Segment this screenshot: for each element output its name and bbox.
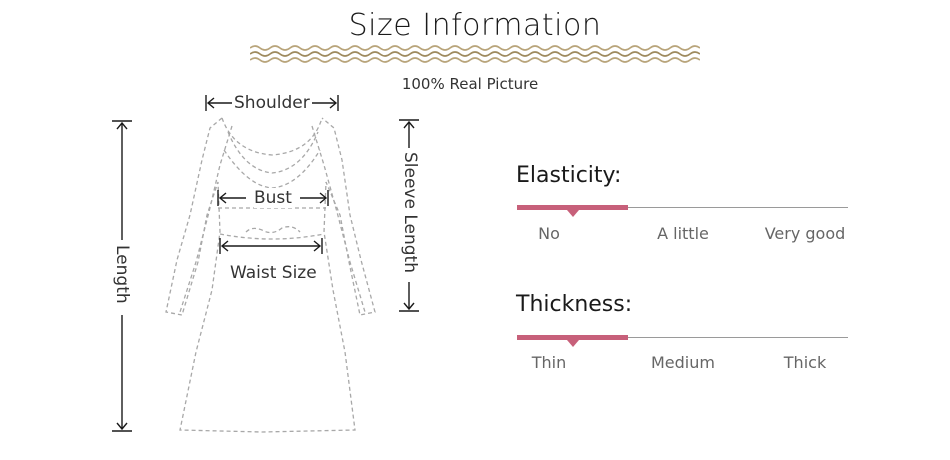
elasticity-scale-track — [517, 207, 848, 208]
elasticity-option-a-little: A little — [657, 224, 709, 243]
thickness-selected-bar — [517, 335, 628, 340]
thickness-pointer — [567, 340, 579, 347]
wave-divider — [250, 45, 700, 63]
elasticity-heading: Elasticity: — [516, 163, 622, 188]
elasticity-option-no: No — [538, 224, 560, 243]
length-label: Length — [112, 245, 132, 304]
page-subtitle: 100% Real Picture — [401, 75, 539, 93]
page-title: Size Information — [348, 8, 602, 43]
sleeve-length-label: Sleeve Length — [400, 152, 420, 273]
thickness-option-thin: Thin — [531, 353, 567, 372]
elasticity-scale — [517, 201, 848, 217]
thickness-scale — [517, 331, 848, 347]
thickness-heading: Thickness: — [516, 292, 633, 317]
thickness-option-thick: Thick — [783, 353, 827, 372]
elasticity-selected-bar — [517, 205, 628, 210]
elasticity-option-very-good: Very good — [764, 224, 846, 243]
shoulder-label: Shoulder — [234, 93, 310, 113]
elasticity-pointer — [567, 210, 579, 217]
thickness-option-medium: Medium — [651, 353, 715, 372]
thickness-scale-track — [517, 337, 848, 338]
waist-label: Waist Size — [230, 263, 317, 283]
bust-label: Bust — [254, 188, 292, 208]
